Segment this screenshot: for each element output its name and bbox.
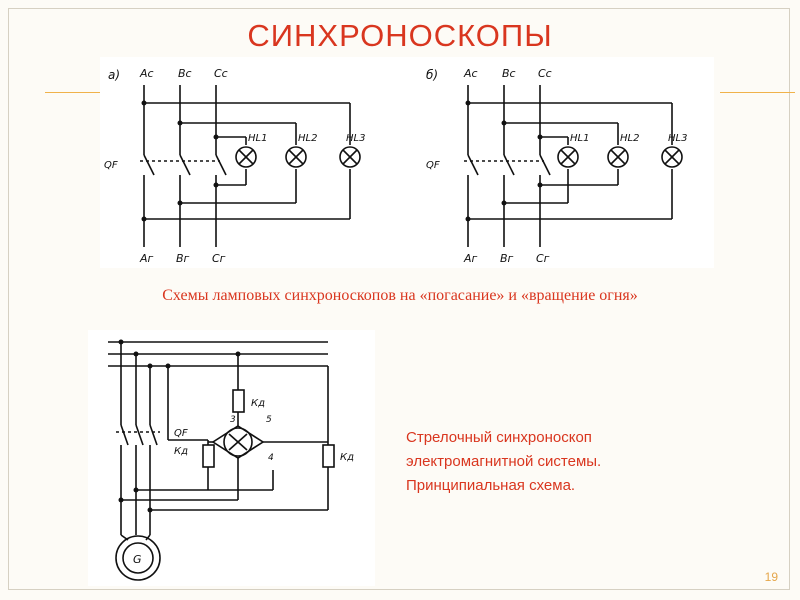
resistor-label-left: Кд <box>174 446 188 457</box>
scheme-a-top-a: Ас <box>139 67 154 80</box>
scheme-b-bottom-a: Аг <box>463 252 478 265</box>
pointer-synchroscope-scheme: QF G Кд 3 5 4 Кд Кд <box>88 330 375 586</box>
lamp-schemes-caption: Схемы ламповых синхроноскопов на «погаса… <box>162 287 638 304</box>
scheme-a-bottom-b: Вг <box>176 252 190 265</box>
scheme-a-label: а) <box>108 68 120 82</box>
scheme-b-bottom-b: Вг <box>500 252 514 265</box>
scheme-b: б) Ас Вс Сс QF HL1 HL2 HL3 <box>426 67 687 265</box>
scheme-c-qf: QF <box>174 428 188 439</box>
scheme-b-hl3: HL3 <box>668 133 687 144</box>
generator-label: G <box>133 553 142 566</box>
lamp-synchroscope-schemes: а) Ас Вс Сс QF HL1 HL2 HL3 <box>100 57 714 268</box>
slide-frame <box>8 8 790 590</box>
scheme-a-top-b: Вс <box>178 67 192 80</box>
title-rule-right <box>720 92 795 93</box>
slide-title: СИНХРОНОСКОПЫ <box>247 18 553 53</box>
scheme-a-qf: QF <box>104 160 118 171</box>
scheme-b-bottom-c: Сг <box>536 252 550 265</box>
scheme-a-top-c: Сс <box>214 67 228 80</box>
terminal-5: 5 <box>266 415 272 425</box>
scheme-a-hl2: HL2 <box>298 133 317 144</box>
scheme-b-label: б) <box>426 68 438 82</box>
scheme-a-bottom-c: Сг <box>212 252 226 265</box>
pointer-synchroscope-caption: Стрелочный синхроноскоп электромагнитной… <box>406 426 706 498</box>
scheme-b-top-c: Сс <box>538 67 552 80</box>
terminal-4: 4 <box>268 453 274 463</box>
scheme-a-hl3: HL3 <box>346 133 365 144</box>
scheme-b-top-a: Ас <box>463 67 478 80</box>
caption-line-2: электромагнитной системы. <box>406 453 602 470</box>
scheme-b-qf: QF <box>426 160 440 171</box>
caption-line-1: Стрелочный синхроноскоп <box>406 429 592 446</box>
resistor-label-right: Кд <box>340 452 354 463</box>
terminal-3: 3 <box>230 415 236 425</box>
caption-line-3: Принципиальная схема. <box>406 477 576 494</box>
scheme-a: а) Ас Вс Сс QF HL1 HL2 HL3 <box>104 67 365 265</box>
scheme-a-bottom-a: Аг <box>139 252 154 265</box>
scheme-a-hl1: HL1 <box>248 133 267 144</box>
page-number: 19 <box>764 570 778 584</box>
scheme-b-hl2: HL2 <box>620 133 639 144</box>
resistor-label-top: Кд <box>251 398 265 409</box>
scheme-b-hl1: HL1 <box>570 133 589 144</box>
scheme-b-top-b: Вс <box>502 67 516 80</box>
